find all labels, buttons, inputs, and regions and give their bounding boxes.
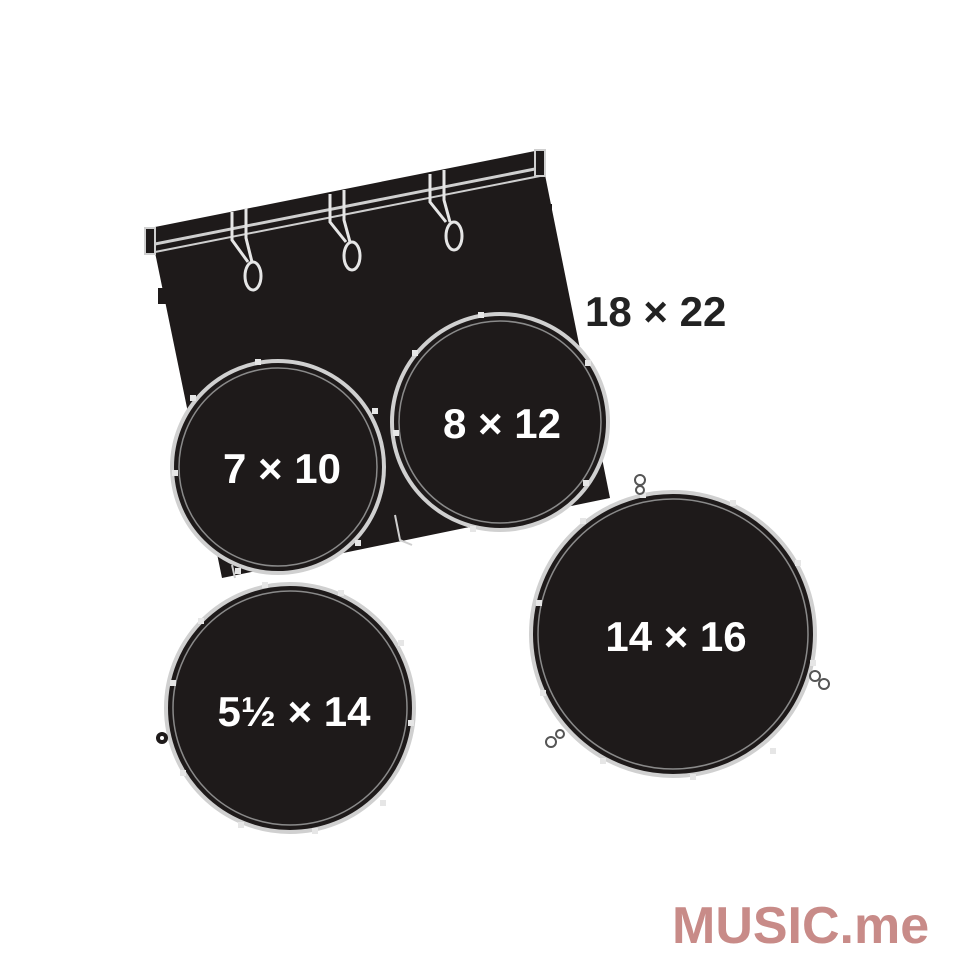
snare-drum: 5½ × 14 [156, 582, 416, 834]
floor-tom: 14 × 16 [529, 474, 830, 780]
snare-strainer [156, 732, 168, 744]
tom-7x10: 7 × 10 [170, 359, 386, 575]
tom-8x12: 8 × 12 [390, 312, 610, 532]
tom-8x12-head [390, 312, 610, 532]
bass-drum-claws [230, 170, 464, 292]
bass-drum-size-label: 18 × 22 [585, 288, 726, 335]
tom-7x10-size-label: 7 × 10 [223, 445, 341, 492]
snare-drum-head [164, 582, 416, 834]
tom-7x10-head [170, 359, 386, 575]
floor-tom-size-label: 14 × 16 [605, 613, 746, 660]
music-me-watermark: MUSIC.me [672, 897, 930, 955]
snare-drum-size-label: 5½ × 14 [218, 688, 372, 735]
floor-tom-leg-brackets [545, 474, 830, 748]
tom-8x12-size-label: 8 × 12 [443, 400, 561, 447]
floor-tom-head [529, 490, 817, 778]
